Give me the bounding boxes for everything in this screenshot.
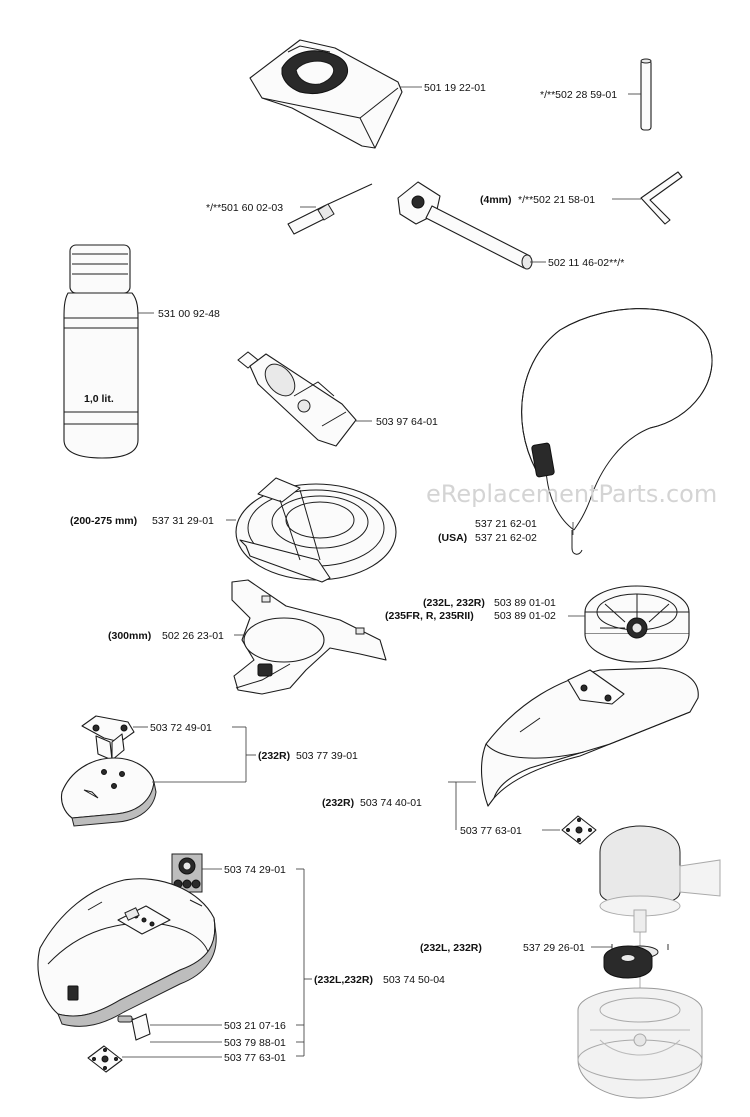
- harness-part: [521, 308, 713, 555]
- label-guard-plate-2: 503 77 63-01: [224, 1052, 286, 1064]
- support-part: [231, 579, 387, 695]
- trimmer-head-part: [577, 987, 703, 1099]
- label-big-guard: 503 74 50-04: [383, 974, 445, 986]
- label-grease-tube: 503 97 64-01: [376, 416, 438, 428]
- label-blade-guard-model: (232R): [322, 797, 354, 809]
- tool-bag: [249, 39, 403, 149]
- spool-part: [584, 585, 690, 663]
- label-clip: 503 79 88-01: [224, 1037, 286, 1049]
- label-big-guard-models: (232L,232R): [314, 974, 373, 986]
- label-bracket: 503 72 49-01: [150, 722, 212, 734]
- label-pin: */**502 28 59-01: [540, 89, 617, 101]
- label-harness-1: 537 21 62-01: [475, 518, 537, 530]
- label-bag: 501 19 22-01: [424, 82, 486, 94]
- combi-spanner-part: [397, 181, 533, 270]
- grease-tube-part: [237, 351, 357, 447]
- label-small-guard: 503 77 39-01: [296, 750, 358, 762]
- hex-key-part: [640, 171, 683, 225]
- label-spool-2: 503 89 01-02: [494, 610, 556, 622]
- guard-plate-2-part: [87, 1045, 123, 1073]
- blade-guard-part: [481, 667, 699, 807]
- oil-volume-label: 1,0 lit.: [84, 393, 114, 405]
- label-guard-plate-1: 503 77 63-01: [460, 825, 522, 837]
- label-screw: 503 21 07-16: [224, 1020, 286, 1032]
- label-spool-1: 503 89 01-01: [494, 597, 556, 609]
- label-hex-key: */**502 21 58-01: [518, 194, 595, 206]
- big-guard-part: [37, 878, 217, 1027]
- label-combi-spanner: 502 11 46-02**/*: [548, 257, 624, 269]
- screwdriver-part: [287, 183, 373, 235]
- label-spool-models-2: (235FR, R, 235RII): [385, 610, 474, 622]
- label-blade-guard: 503 74 40-01: [360, 797, 422, 809]
- label-support: 502 26 23-01: [162, 630, 224, 642]
- label-small-guard-model: (232R): [258, 750, 290, 762]
- watermark-text: eReplacementParts.com: [426, 480, 717, 508]
- washer-part: [603, 945, 653, 979]
- label-support-size: (300mm): [108, 630, 151, 642]
- label-oil-bottle: 531 00 92-48: [158, 308, 220, 320]
- oil-bottle-part: 1,0 lit.: [63, 244, 139, 459]
- small-guard-part: [60, 757, 157, 827]
- label-trimmer-guard-size: (200-275 mm): [70, 515, 137, 527]
- label-washer-models: (232L, 232R): [420, 942, 482, 954]
- label-trimmer-guard: 537 31 29-01: [152, 515, 214, 527]
- label-harness-usa-prefix: (USA): [438, 532, 467, 544]
- label-spool-models-1: (232L, 232R): [423, 597, 485, 609]
- trimmer-guard-part: [235, 477, 397, 583]
- label-hex-key-size: (4mm): [480, 194, 512, 206]
- label-decal: 503 74 29-01: [224, 864, 286, 876]
- label-screwdriver: */**501 60 02-03: [206, 202, 283, 214]
- label-harness-usa: 537 21 62-02: [475, 532, 537, 544]
- guard-plate-1-part: [561, 815, 597, 845]
- pin-part: [640, 58, 652, 131]
- bracket-part: [81, 715, 135, 761]
- screw-clip-part: [117, 1013, 151, 1041]
- label-washer: 537 29 26-01: [523, 942, 585, 954]
